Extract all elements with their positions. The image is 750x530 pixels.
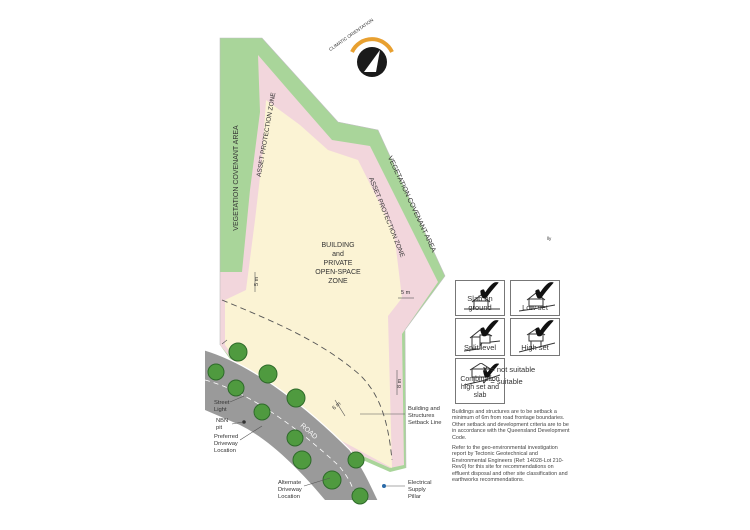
slab-on-ground-label: Slab on ground [467, 294, 493, 312]
building-zone-line: OPEN-SPACE [315, 269, 361, 276]
leader-lines [221, 339, 405, 487]
electrical-pillar-marker [382, 484, 386, 488]
low-set-panel: ✔ Low set [510, 274, 560, 316]
not-suitable-label: = not suitable [490, 365, 536, 374]
setback-note: Buildings and structures are to be setba… [452, 409, 570, 441]
suitable-label: = suitable [490, 377, 523, 386]
electrical-label: Pillar [408, 494, 421, 500]
street-light-label: Light [214, 407, 227, 413]
slab-on-ground-panel: ✔ Slab on ground [455, 274, 505, 316]
split-level-panel: ✔ Split level [455, 312, 505, 356]
alternate-driveway-label: Location [278, 494, 300, 500]
street-trees [207, 342, 369, 505]
dim-road: 6 m [331, 401, 342, 412]
combination-panel: ✔ Combination high set and slab [455, 357, 505, 404]
combination-label: Combination high set and slab [460, 376, 500, 399]
alternate-driveway-label: Driveway [278, 487, 302, 493]
tree [228, 342, 248, 362]
orientation-symbol: CLIMATIC ORIENTATION [328, 17, 394, 77]
dim-left: 5 m [254, 276, 260, 286]
tree [347, 451, 365, 469]
nbn-label: NBN [216, 418, 228, 424]
low-set-house-icon [519, 292, 555, 312]
orientation-label: CLIMATIC ORIENTATION [328, 17, 374, 52]
suitable-check-icon: ✔ [531, 274, 557, 309]
setback-label: Building and [408, 406, 440, 412]
tree [258, 364, 278, 384]
nbn-label: pit [216, 425, 223, 431]
high-set-label: High set [521, 343, 549, 352]
building-zone-line: and [332, 251, 344, 258]
tree [286, 429, 304, 447]
dim-right: 5 m [401, 290, 411, 296]
tree [292, 450, 312, 470]
tree [207, 363, 225, 381]
dimension-lines [254, 272, 414, 417]
site-notes: Buildings and structures are to be setba… [452, 409, 570, 487]
electrical-label: Supply [408, 487, 426, 493]
tree [322, 470, 342, 490]
preferred-driveway-label: Location [214, 448, 236, 454]
setback-label: Structures [408, 413, 435, 419]
building-zone-line: ZONE [328, 278, 348, 285]
lot-boundary [219, 37, 446, 469]
high-set-house-icon [519, 329, 555, 353]
building-zone-line: PRIVATE [324, 260, 353, 267]
street-light-label: Street [214, 400, 230, 406]
vegetation-left-label: VEGETATION COVENANT AREA [233, 125, 240, 231]
tree [227, 379, 245, 397]
tree [253, 403, 271, 421]
building-zone-line: BUILDING [321, 242, 354, 249]
preferred-driveway-label: Preferred [214, 434, 238, 440]
low-set-label: Low set [522, 303, 548, 312]
geotech-note: Refer to the geo-environmental investiga… [452, 445, 568, 484]
alternate-driveway-label: Alternate [278, 480, 301, 486]
suitable-check-icon: ✔ [476, 274, 502, 309]
tree [286, 388, 306, 408]
check-icon: ✔ [482, 377, 489, 386]
dim-bottom-right: 8 m [397, 378, 403, 388]
stray-mark: lly [547, 236, 552, 241]
building-zone-label: BUILDING and PRIVATE OPEN-SPACE ZONE [315, 242, 361, 285]
suitable-check-icon: ✔ [476, 312, 502, 347]
nbn-pit-marker [242, 420, 246, 424]
annotations: Street Light NBN pit Preferred Driveway … [214, 400, 442, 500]
suitable-check-icon: ✔ [531, 312, 557, 347]
combination-house-icon [464, 363, 500, 386]
preferred-driveway-label: Driveway [214, 441, 238, 447]
tree [351, 487, 369, 505]
split-level-house-icon [464, 329, 500, 352]
setback-label: Setback Line [408, 420, 442, 426]
slab-house-icon [464, 294, 500, 310]
cross-icon: ✘ [482, 365, 489, 374]
high-set-panel: ✔ High set [510, 312, 560, 356]
setback-line [221, 299, 393, 461]
suitable-check-icon: ✔ [480, 357, 502, 387]
suitability-legend: ✘ = not suitable ✔ = suitable [482, 364, 535, 388]
road-edge-line [204, 349, 379, 501]
split-level-label: Split level [463, 343, 497, 352]
electrical-label: Electrical [408, 480, 432, 486]
